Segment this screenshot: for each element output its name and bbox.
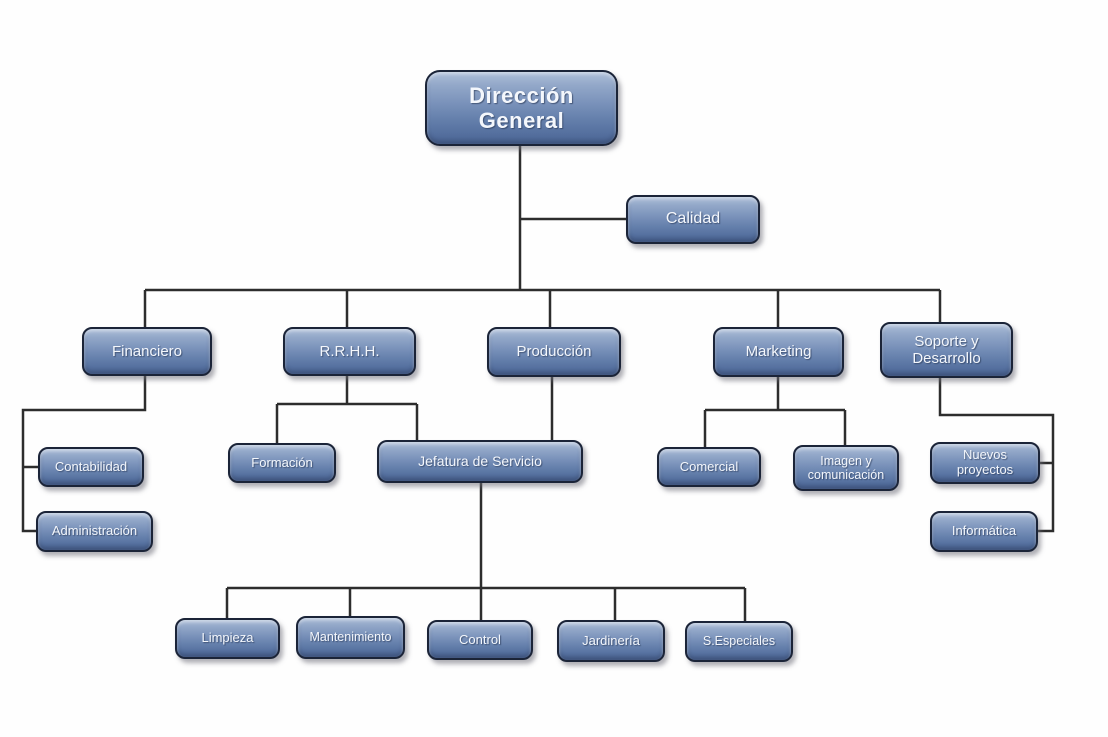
node-administracion: Administración bbox=[36, 511, 153, 552]
node-s-especiales: S.Especiales bbox=[685, 621, 793, 662]
node-financiero: Financiero bbox=[82, 327, 212, 376]
node-soporte-desarrollo: Soporte y Desarrollo bbox=[880, 322, 1013, 378]
node-marketing: Marketing bbox=[713, 327, 844, 377]
node-imagen-comunicacion: Imagen y comunicación bbox=[793, 445, 899, 491]
node-calidad: Calidad bbox=[626, 195, 760, 244]
node-limpieza: Limpieza bbox=[175, 618, 280, 659]
node-formacion: Formación bbox=[228, 443, 336, 483]
node-comercial: Comercial bbox=[657, 447, 761, 487]
node-jefatura-servicio: Jefatura de Servicio bbox=[377, 440, 583, 483]
node-nuevos-proyectos: Nuevos proyectos bbox=[930, 442, 1040, 484]
node-mantenimiento: Mantenimiento bbox=[296, 616, 405, 659]
node-jardineria: Jardinería bbox=[557, 620, 665, 662]
node-informatica: Informática bbox=[930, 511, 1038, 552]
node-produccion: Producción bbox=[487, 327, 621, 377]
node-contabilidad: Contabilidad bbox=[38, 447, 144, 487]
node-rrhh: R.R.H.H. bbox=[283, 327, 416, 376]
node-direccion-general: Dirección General bbox=[425, 70, 618, 146]
node-control: Control bbox=[427, 620, 533, 660]
